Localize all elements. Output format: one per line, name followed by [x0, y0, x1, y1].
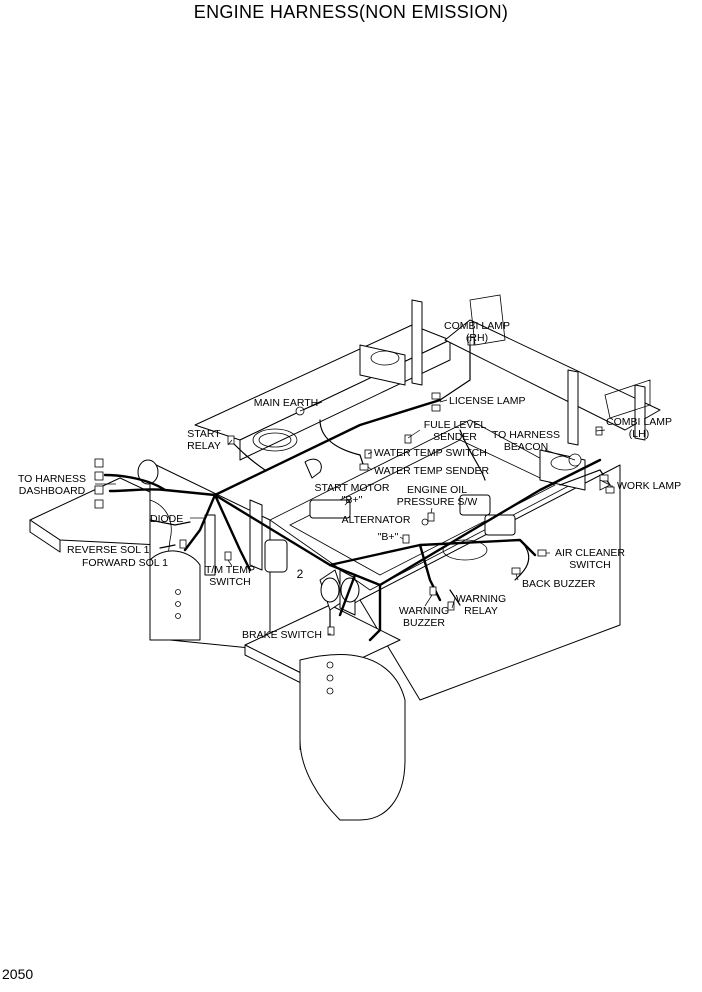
label-alternator: ALTERNATOR [342, 514, 411, 526]
label-reverse-sol: REVERSE SOL 1 [67, 544, 150, 556]
label-combi-lamp-lh-1: COMBI LAMP [606, 416, 672, 428]
label-b-plus: "B+" [378, 531, 399, 543]
label-water-temp-switch: WATER TEMP SWITCH [374, 447, 487, 459]
label-warning-relay-2: RELAY [464, 605, 498, 617]
label-back-buzzer: BACK BUZZER [522, 578, 596, 590]
label-to-harness-dashboard-2: DASHBOARD [19, 485, 86, 497]
label-combi-lamp-rh-1: COMBI LAMP [444, 320, 510, 332]
label-fuel-level-sender-2: SENDER [433, 431, 477, 443]
label-combi-lamp-rh-2: (RH) [466, 332, 488, 344]
diagram-title: ENGINE HARNESS(NON EMISSION) [193, 2, 509, 22]
label-air-cleaner-switch-1: AIR CLEANER [555, 547, 625, 559]
label-diode: DIODE [150, 513, 183, 525]
label-start-relay-2: RELAY [187, 440, 221, 452]
harness-wires [103, 344, 611, 642]
label-fuel-level-sender-1: FULE LEVEL [424, 419, 487, 431]
label-start-relay-1: START [187, 428, 221, 440]
label-combi-lamp-lh-2: (LH) [629, 428, 649, 440]
label-warning-buzzer-1: WARNING [399, 605, 449, 617]
label-forward-sol: FORWARD SOL 1 [82, 557, 168, 569]
label-to-harness-dashboard-1: TO HARNESS [18, 473, 86, 485]
page-number: 2050 [2, 966, 34, 982]
label-to-harness-beacon-2: BEACON [504, 441, 548, 453]
label-start-motor-2: "B+" [342, 494, 363, 506]
label-water-temp-sender: WATER TEMP SENDER [374, 465, 490, 477]
label-engine-oil-pressure-2: PRESSURE S/W [397, 496, 478, 508]
label-start-motor-1: START MOTOR [314, 482, 389, 494]
label-tm-temp-switch-2: SWITCH [209, 576, 250, 588]
label-item-2: 2 [297, 567, 304, 581]
label-tm-temp-switch-1: T/M TEMP [205, 564, 255, 576]
component-labels: COMBI LAMP (RH) LICENSE LAMP MAIN EARTH … [18, 320, 681, 641]
label-to-harness-beacon-1: TO HARNESS [492, 429, 560, 441]
label-main-earth: MAIN EARTH [254, 397, 319, 409]
connectors [94, 336, 615, 636]
label-warning-buzzer-2: BUZZER [403, 617, 445, 629]
label-license-lamp: LICENSE LAMP [449, 395, 525, 407]
label-engine-oil-pressure-1: ENGINE OIL [407, 484, 467, 496]
label-brake-switch: BRAKE SWITCH [242, 629, 322, 641]
leader-lines [95, 340, 613, 635]
label-work-lamp: WORK LAMP [617, 480, 681, 492]
label-air-cleaner-switch-2: SWITCH [569, 559, 610, 571]
label-warning-relay-1: WARNING [456, 593, 506, 605]
